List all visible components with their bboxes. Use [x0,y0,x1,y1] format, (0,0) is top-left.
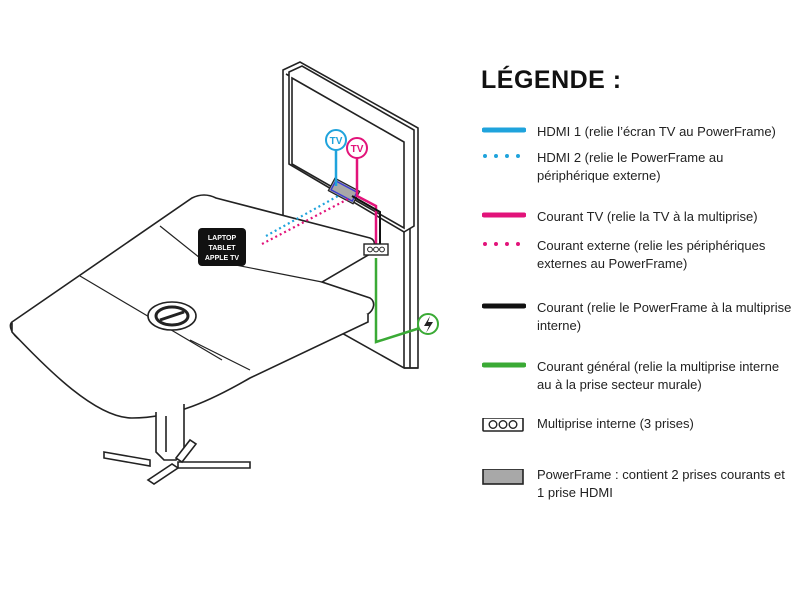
legend-label: HDMI 1 (relie l’écran TV au PowerFrame) [537,124,776,139]
ext-power-swatch [483,242,525,246]
legend-label: Courant général (relie la multiprise int… [537,359,780,392]
device-label: LAPTOP TABLET APPLE TV [198,228,246,266]
legend-item-hdmi2: HDMI 2 (relie le PowerFrame au périphéri… [482,150,792,196]
wall-socket-icon [417,313,439,335]
tv-power-swatch [482,212,526,218]
svg-text:APPLE TV: APPLE TV [205,255,240,262]
tv-power-icon: TV [346,137,368,159]
table-base [103,404,251,485]
legend-label: Courant (relie le PowerFrame à la multip… [537,300,792,333]
powerframe-swatch [482,469,524,485]
legend-title: LÉGENDE : [481,66,622,94]
power-strip-icon [363,243,389,256]
legend-item-hdmi1: HDMI 1 (relie l’écran TV au PowerFrame) [482,124,792,170]
ext-power-cable [261,197,351,245]
legend-item-power-strip: Multiprise interne (3 prises) [482,416,792,462]
svg-text:TV: TV [330,136,343,147]
legend-item-ext-power: Courant externe (relie les périphériques… [482,238,792,284]
legend-label: Courant externe (relie les périphériques… [537,238,766,271]
cable-grommet [147,301,197,331]
tv-hdmi-icon: TV [325,129,347,151]
table-top [9,194,376,419]
hdmi1-swatch [482,127,526,133]
svg-text:TV: TV [351,144,364,155]
legend-label: HDMI 2 (relie le PowerFrame au périphéri… [537,150,724,183]
legend-label: Courant TV (relie la TV à la multiprise) [537,209,758,224]
hdmi2-swatch [483,154,525,158]
legend-item-tv-power: Courant TV (relie la TV à la multiprise) [482,209,792,255]
svg-text:LAPTOP: LAPTOP [208,235,237,242]
legend-item-main-power: Courant général (relie la multiprise int… [482,359,792,405]
legend-label: PowerFrame : contient 2 prises courants … [537,467,785,500]
tv-power-cable [355,158,378,246]
power-cable [351,195,381,246]
svg-text:TABLET: TABLET [208,245,236,252]
legend-item-power: Courant (relie le PowerFrame à la multip… [482,300,792,346]
main-power-swatch [482,362,526,368]
main-power-cable [374,258,421,344]
power-swatch [482,303,526,309]
legend-label: Multiprise interne (3 prises) [537,416,694,431]
power-strip-swatch [482,418,524,432]
hdmi2-cable [265,195,339,237]
legend-item-powerframe: PowerFrame : contient 2 prises courants … [482,467,792,513]
